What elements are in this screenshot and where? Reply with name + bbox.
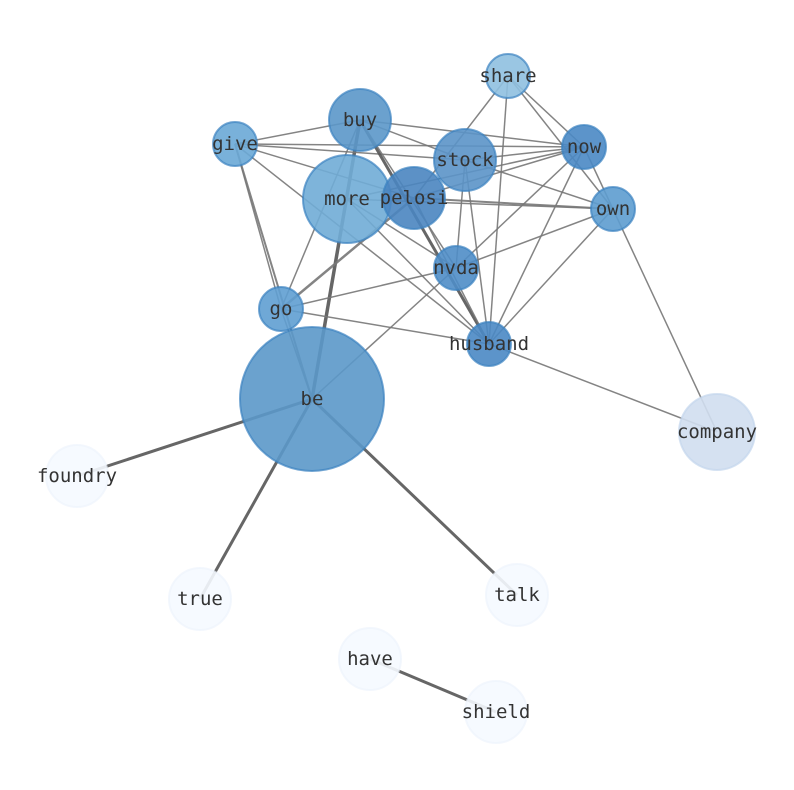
node-circle[interactable] <box>561 124 607 170</box>
node-label: buy <box>343 109 377 131</box>
node-label: pelosi <box>380 187 449 209</box>
node-circle[interactable] <box>590 186 636 232</box>
node-circle[interactable] <box>433 245 479 291</box>
node-be[interactable]: be <box>239 326 385 472</box>
node-buy[interactable]: buy <box>328 88 392 152</box>
node-circle[interactable] <box>328 88 392 152</box>
node-stock[interactable]: stock <box>433 128 497 192</box>
edge-give-now <box>234 143 585 148</box>
node-foundry[interactable]: foundry <box>37 444 117 508</box>
node-true[interactable]: true <box>168 567 232 631</box>
node-circle[interactable] <box>212 121 258 167</box>
node-circle[interactable] <box>485 563 549 627</box>
node-circle[interactable] <box>466 321 512 367</box>
node-circle[interactable] <box>485 53 531 99</box>
node-now[interactable]: now <box>561 124 607 170</box>
node-husband[interactable]: husband <box>449 321 529 367</box>
edge-give-husband <box>234 143 490 345</box>
node-label: foundry <box>37 465 117 487</box>
node-circle[interactable] <box>433 128 497 192</box>
edge-go-nvda <box>280 267 457 310</box>
node-circle[interactable] <box>464 680 528 744</box>
node-label: stock <box>436 149 494 171</box>
node-share[interactable]: share <box>479 53 537 99</box>
node-go[interactable]: go <box>258 286 304 332</box>
node-more[interactable]: more <box>302 154 392 244</box>
edge-give-stock <box>234 143 466 161</box>
node-label: nvda <box>433 257 479 279</box>
edge-go-husband <box>280 308 490 345</box>
edge-share-own <box>507 75 614 210</box>
node-label: talk <box>494 584 540 606</box>
node-give[interactable]: give <box>212 121 258 167</box>
node-label: shield <box>462 701 531 723</box>
node-circle[interactable] <box>258 286 304 332</box>
node-label: go <box>270 298 293 320</box>
node-circle[interactable] <box>239 326 385 472</box>
node-circle[interactable] <box>382 166 446 230</box>
node-circle[interactable] <box>45 444 109 508</box>
edge-husband-company <box>488 343 718 433</box>
edge-husband-own <box>488 208 614 345</box>
node-nvda[interactable]: nvda <box>433 245 479 291</box>
nodes-layer: share buy give stock now more pelosi own nvda go h… <box>37 53 757 744</box>
node-label: give <box>212 133 258 155</box>
node-talk[interactable]: talk <box>485 563 549 627</box>
node-label: husband <box>449 333 529 355</box>
node-circle[interactable] <box>338 627 402 691</box>
node-circle[interactable] <box>678 393 756 471</box>
edge-now-nvda <box>455 146 585 269</box>
node-label: own <box>596 198 630 220</box>
node-label: more <box>324 188 370 210</box>
node-label: be <box>301 388 324 410</box>
node-label: now <box>567 136 602 158</box>
edge-nvda-own <box>455 208 614 269</box>
node-label: have <box>347 648 393 670</box>
node-company[interactable]: company <box>677 393 757 471</box>
node-own[interactable]: own <box>590 186 636 232</box>
edge-buy-husband <box>358 119 491 345</box>
node-circle[interactable] <box>168 567 232 631</box>
node-have[interactable]: have <box>338 627 402 691</box>
node-pelosi[interactable]: pelosi <box>380 166 449 230</box>
edge-share-husband <box>488 75 509 345</box>
edge-give-go <box>234 143 282 310</box>
node-shield[interactable]: shield <box>462 680 531 744</box>
edge-now-husband <box>488 146 585 345</box>
node-label: true <box>177 588 223 610</box>
node-label: company <box>677 421 757 443</box>
node-label: share <box>479 65 536 87</box>
